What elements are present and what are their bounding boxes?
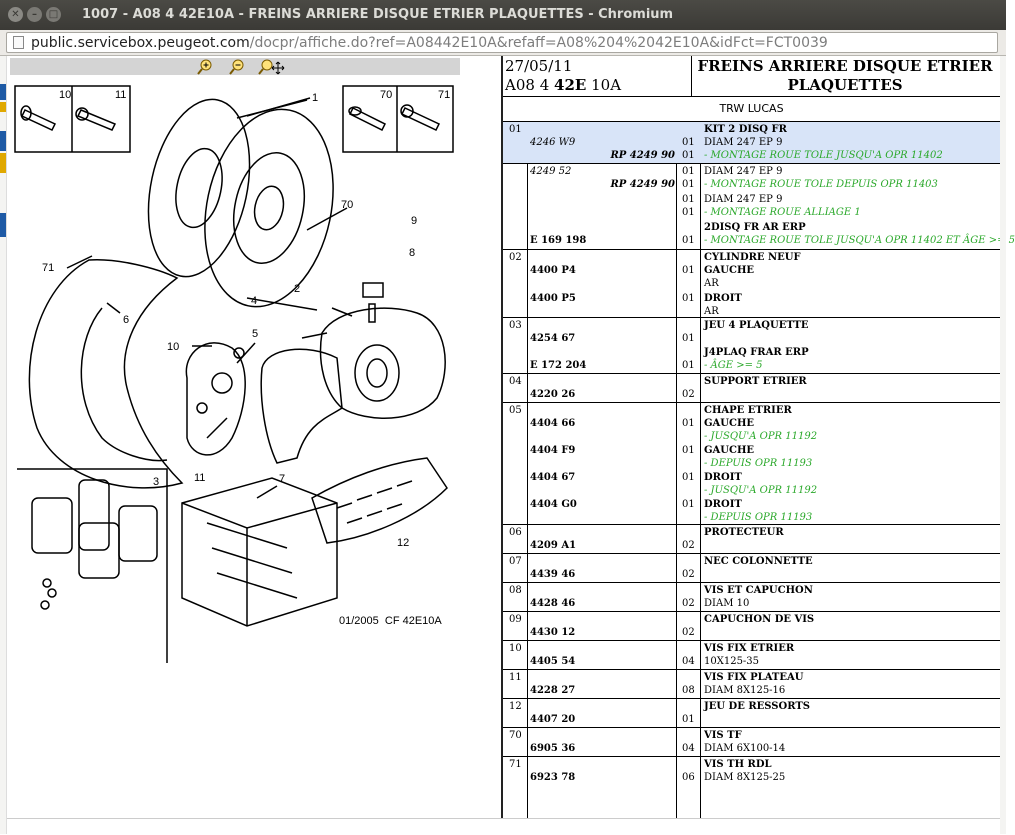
- page-icon: [13, 36, 24, 49]
- table-row[interactable]: 02 CYLINDRE NEUF 4400 P4 01 GAUCHE AR 44…: [503, 250, 1000, 318]
- callout-12: 12: [397, 537, 409, 549]
- callout-5: 5: [252, 328, 258, 340]
- callout-3: 3: [153, 476, 159, 488]
- dust-shield: [28, 258, 184, 489]
- exploded-diagram-panel: 10 11 70 71 1 2 3 4 5 6 7 8 9 10 11 12 7…: [7, 56, 500, 834]
- zoom-toolbar: [10, 58, 460, 75]
- background-page-edge: [0, 56, 7, 834]
- table-row[interactable]: 12 4407 20 01 JEU DE RESSORTS: [503, 699, 1000, 728]
- maximize-icon[interactable]: □: [46, 7, 61, 22]
- table-row[interactable]: 08 4428 46 02 VIS ET CAPUCHON DIAM 10: [503, 583, 1000, 612]
- callout-70-inset: 70: [380, 89, 392, 101]
- brake-disc-back: [147, 98, 251, 278]
- header-reference: 27/05/11 A08 4 42E 10A: [505, 57, 621, 95]
- background-page-edge-right: [1000, 56, 1006, 834]
- callout-71-inset: 71: [438, 89, 450, 101]
- window-bottom-edge: [7, 818, 1000, 835]
- callout-1: 1: [312, 92, 318, 104]
- spring-set: [311, 457, 448, 544]
- parts-header: 27/05/11 A08 4 42E 10A FREINS ARRIERE DI…: [503, 56, 1000, 97]
- parts-table: 01 4246 W9 RP 4249 90 01 01 KIT 2 DISQ F…: [503, 122, 1015, 818]
- table-row[interactable]: 11 4228 27 08 VIS FIX PLATEAU DIAM 8X125…: [503, 670, 1000, 699]
- table-row[interactable]: 09 4430 12 02 CAPUCHON DE VIS: [503, 612, 1000, 641]
- callout-9: 9: [411, 215, 417, 227]
- url-host: public.servicebox.peugeot.com: [31, 35, 250, 51]
- table-row[interactable]: 05 CHAPE ETRIER 4404 66 01 GAUCHE - JUSQ…: [503, 403, 1000, 525]
- zoom-out-icon[interactable]: [229, 59, 245, 75]
- callout-11-inset: 11: [115, 89, 126, 101]
- zoom-pan-icon[interactable]: [258, 59, 285, 75]
- table-row[interactable]: 07 4439 46 02 NEC COLONNETTE: [503, 554, 1000, 583]
- callout-8: 8: [409, 247, 415, 259]
- window-titlebar: ✕ – □ 1007 - A08 4 42E10A - FREINS ARRIE…: [0, 0, 1006, 30]
- zoom-in-icon[interactable]: [197, 59, 213, 75]
- diagram-caption: 01/2005 CF 42E10A: [339, 615, 442, 627]
- panel-divider: [501, 56, 503, 818]
- table-row[interactable]: 06 4209 A1 02 PROTECTEUR: [503, 525, 1000, 554]
- table-row[interactable]: 4249 52 RP 4249 90 01 01 DIAM 247 EP 9 -…: [503, 164, 1015, 250]
- table-row[interactable]: 71 6923 78 06 VIS TH RDL DIAM 8X125-25: [509, 759, 786, 783]
- header-date: 27/05/11: [505, 57, 573, 75]
- callout-10: 10: [59, 89, 71, 101]
- callout-71: 71: [42, 262, 54, 274]
- table-row[interactable]: 03 JEU 4 PLAQUETTE 4254 67 01 J4PLAQ FRA…: [503, 318, 1000, 374]
- guide-pin-kit-box: [181, 477, 338, 627]
- brake-disc-front: [204, 108, 334, 308]
- url-path: /docpr/affiche.do?ref=A08442E10A&refaff=…: [249, 35, 828, 51]
- callout-7: 7: [279, 473, 285, 485]
- window-title: 1007 - A08 4 42E10A - FREINS ARRIERE DIS…: [82, 7, 674, 22]
- minimize-icon[interactable]: –: [27, 7, 42, 22]
- callout-70: 70: [341, 199, 353, 211]
- address-bar: public.servicebox.peugeot.com/docpr/affi…: [0, 30, 1006, 56]
- callout-10-main: 10: [167, 341, 179, 353]
- supplier-label: TRW LUCAS: [503, 97, 1000, 122]
- header-code: A08 4 42E 10A: [505, 76, 622, 94]
- table-row[interactable]: 10 4405 54 04 VIS FIX ETRIER 10X125-35: [503, 641, 1000, 670]
- page-title: FREINS ARRIERE DISQUE ETRIER PLAQUETTES: [697, 57, 993, 94]
- caliper-bracket: [260, 348, 343, 464]
- callout-6: 6: [123, 314, 129, 326]
- bleed-cap: [362, 282, 384, 298]
- brake-caliper: [319, 307, 446, 419]
- inset-box-screws-70-71: [342, 85, 454, 153]
- close-icon[interactable]: ✕: [8, 7, 23, 22]
- parts-list-panel: 27/05/11 A08 4 42E 10A FREINS ARRIERE DI…: [503, 56, 1015, 818]
- table-row[interactable]: 70 6905 36 04 VIS TF DIAM 6X100-14: [503, 728, 1000, 757]
- table-row[interactable]: 04 4220 26 02 SUPPORT ETRIER: [503, 374, 1000, 403]
- pads-box: [17, 468, 168, 663]
- callout-4: 4: [251, 295, 257, 307]
- callout-2: 2: [294, 283, 300, 295]
- hub-plate: [185, 342, 246, 456]
- callout-11: 11: [194, 472, 205, 484]
- url-field[interactable]: public.servicebox.peugeot.com/docpr/affi…: [6, 32, 998, 53]
- brake-assembly-drawing: 10 11 70 71 1 2 3 4 5 6 7 8 9 10 11 12 7…: [14, 85, 454, 663]
- table-row[interactable]: 01 4246 W9 RP 4249 90 01 01 KIT 2 DISQ F…: [503, 122, 1000, 164]
